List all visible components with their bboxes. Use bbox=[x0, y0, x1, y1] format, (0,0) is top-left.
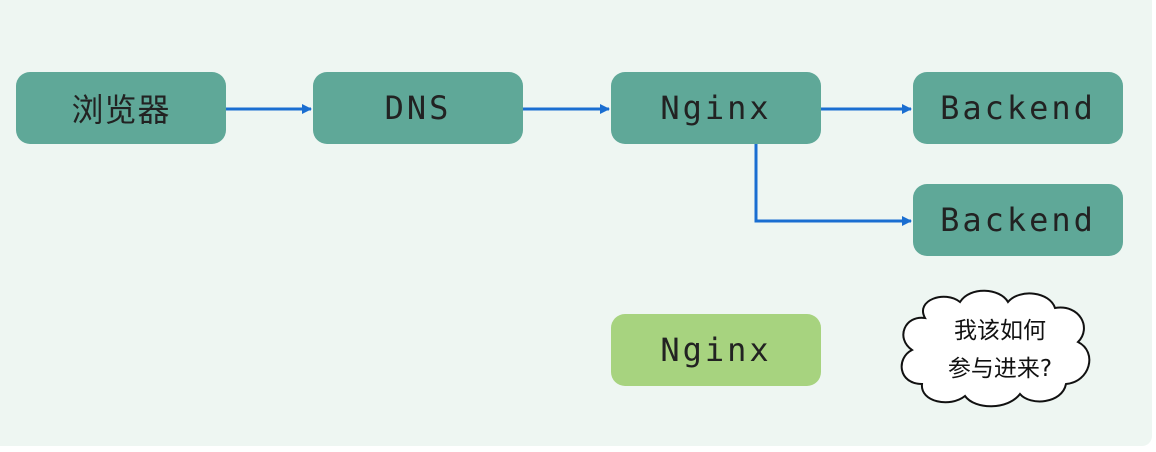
thought-cloud bbox=[900, 289, 1091, 408]
node-backend-1-label: Backend bbox=[940, 89, 1096, 127]
thought-cloud-text: 我该如何 参与进来? bbox=[915, 312, 1085, 388]
node-browser-label: 浏览器 bbox=[71, 91, 171, 129]
node-nginx: Nginx bbox=[611, 72, 821, 144]
node-nginx-new: Nginx bbox=[611, 314, 821, 386]
node-backend-2: Backend bbox=[913, 184, 1123, 256]
node-browser: 浏览器 bbox=[16, 72, 226, 144]
node-backend-2-label: Backend bbox=[940, 201, 1096, 239]
node-nginx-label: Nginx bbox=[660, 89, 772, 127]
arrow-nginx-to-backend-2 bbox=[754, 144, 912, 226]
thought-cloud-line-1: 我该如何 bbox=[954, 318, 1046, 344]
node-dns: DNS bbox=[313, 72, 523, 144]
node-nginx-new-label: Nginx bbox=[660, 331, 772, 369]
node-dns-label: DNS bbox=[384, 89, 452, 127]
thought-cloud-line-2: 参与进来? bbox=[947, 356, 1053, 382]
node-backend-1: Backend bbox=[913, 72, 1123, 144]
